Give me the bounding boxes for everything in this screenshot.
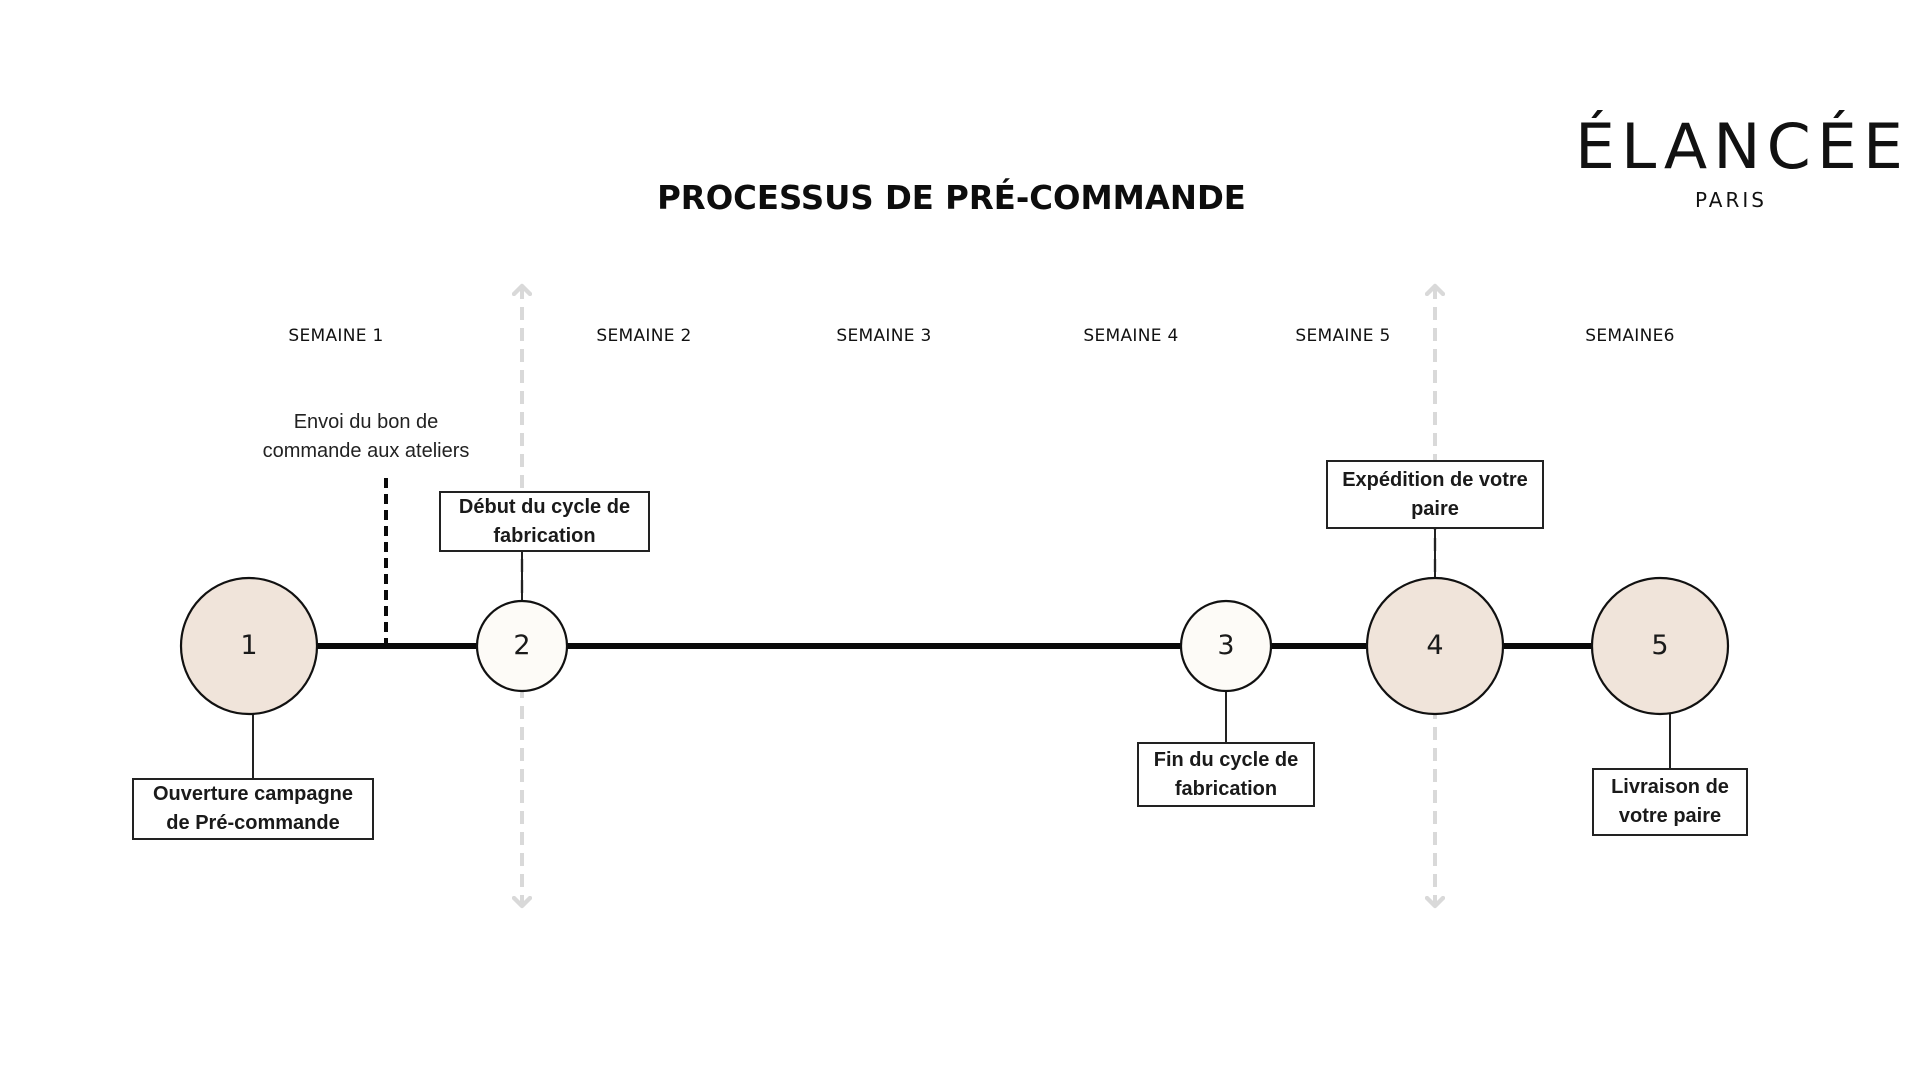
order-sent-note-line2: commande aux ateliers [262,440,470,462]
step-2-label-line1: Début du cycle de [458,495,631,518]
brand-logo-city: PARIS [1695,188,1767,212]
step-3-number: 3 [1217,630,1235,661]
week-label-3: SEMAINE 3 [836,326,932,346]
page-title: PROCESSUS DE PRÉ-COMMANDE [657,178,1246,217]
step-2-label: Début du cycle de fabrication [439,491,650,552]
step-4-label: Expédition de votre paire [1326,460,1544,529]
step-3-label-line1: Fin du cycle de [1153,748,1299,771]
step-5-label: Livraison de votre paire [1592,768,1748,836]
week-label-1: SEMAINE 1 [288,326,384,346]
step-5-label-line1: Livraison de [1611,776,1729,798]
brand-logo: ÉLANCÉE PARIS [1574,110,1910,213]
week-label-5: SEMAINE 5 [1295,326,1391,346]
step-5-number: 5 [1651,630,1669,661]
step-4-circle [1365,576,1505,716]
step-3-label: Fin du cycle de fabrication [1137,742,1315,807]
step-1-circle [179,576,319,716]
week-label-4: SEMAINE 4 [1083,326,1179,346]
step-5-label-line2: votre paire [1618,805,1722,827]
step-1-label: Ouverture campagne de Pré-commande [132,778,374,840]
step-1-label-line2: de Pré-commande [166,812,340,834]
step-2-circle [475,599,569,693]
week-label-2: SEMAINE 2 [596,326,692,346]
step-4-label-line1: Expédition de votre [1342,468,1528,491]
order-sent-note: Envoi du bon de commande aux ateliers [216,408,516,466]
step-2-number: 2 [513,630,531,661]
step-5-circle [1590,576,1730,716]
step-1-label-line1: Ouverture campagne [152,783,354,805]
step-1-number: 1 [240,630,258,661]
week-label-6: SEMAINE6 [1585,326,1675,346]
step-4-number: 4 [1426,630,1444,661]
order-sent-note-line1: Envoi du bon de [293,411,439,433]
brand-logo-name: ÉLANCÉE [1574,110,1910,183]
step-3-circle [1179,599,1273,693]
step-4-label-line2: paire [1411,497,1459,520]
step-3-label-line2: fabrication [1174,777,1278,800]
step-2-label-line2: fabrication [493,524,596,547]
